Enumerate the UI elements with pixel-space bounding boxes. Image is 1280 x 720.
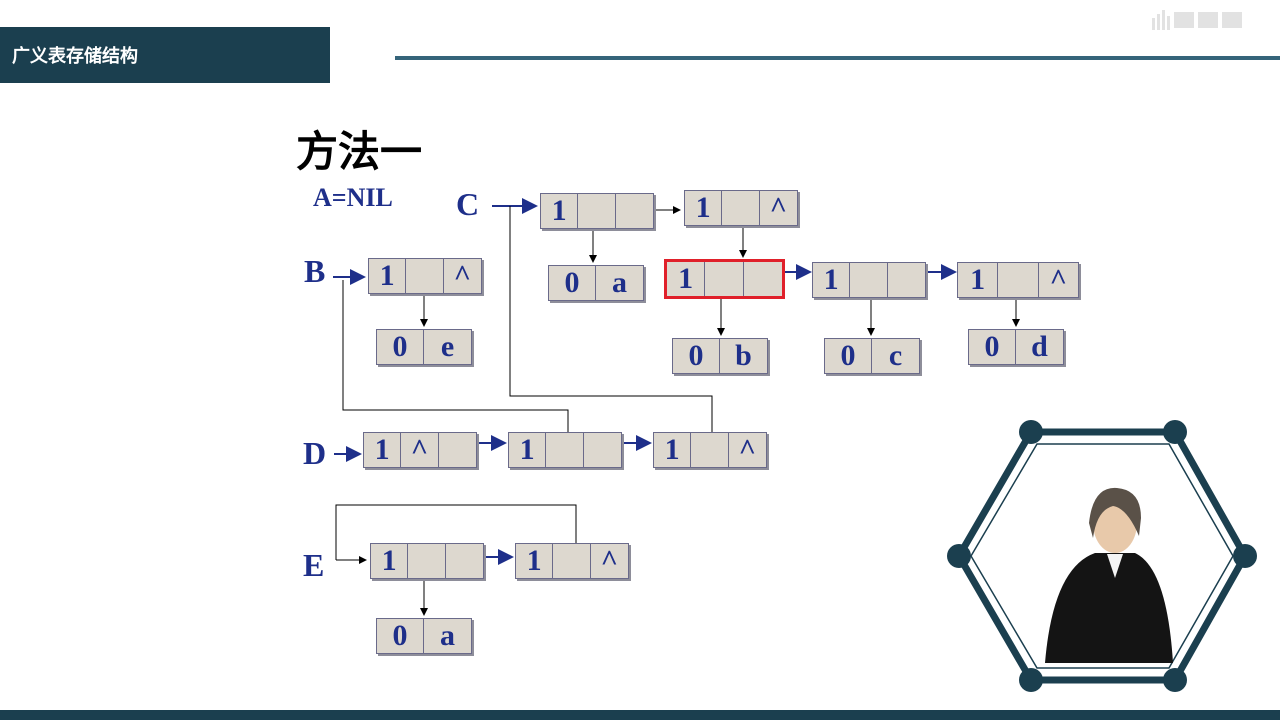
tp-cell [616, 194, 653, 228]
node-e-2: 1 ^ [515, 543, 629, 579]
tag-cell: 1 [509, 433, 547, 467]
node-d-2: 1 [508, 432, 622, 468]
hp-cell [408, 544, 446, 578]
tag-cell: 1 [667, 262, 706, 296]
node-atom-d: 0 d [968, 329, 1064, 365]
node-atom-c: 0 c [824, 338, 920, 374]
label-c: C [456, 186, 480, 222]
node-c-4: 1 [812, 262, 926, 298]
nil-cell: ^ [1049, 263, 1068, 296]
node-d-1: 1 ^ [363, 432, 477, 468]
tp-cell [439, 433, 476, 467]
a-nil-text: A=NIL [313, 183, 393, 212]
tag-cell: 1 [685, 191, 723, 225]
hp-cell [546, 433, 584, 467]
tag-cell: 0 [825, 339, 873, 373]
nil-cell: ^ [600, 544, 619, 577]
header-title: 广义表存储结构 [12, 46, 138, 66]
node-c-5: 1 ^ [957, 262, 1079, 298]
header-divider [395, 56, 1280, 60]
hp-cell [406, 259, 444, 293]
nil-cell: ^ [769, 191, 788, 224]
nil-cell: ^ [401, 433, 439, 467]
hp-cell [998, 263, 1039, 297]
nil-cell: ^ [453, 259, 472, 292]
tag-cell: 1 [516, 544, 554, 578]
tp-cell [446, 544, 483, 578]
nil-cell: ^ [738, 433, 757, 466]
node-e-1: 1 [370, 543, 484, 579]
node-atom-e: 0 e [376, 329, 472, 365]
header-bar [0, 27, 330, 83]
tag-cell: 0 [969, 330, 1017, 364]
tag-cell: 0 [549, 266, 597, 300]
hp-cell [722, 191, 760, 225]
atom-cell: a [612, 266, 627, 299]
node-atom-b: 0 b [672, 338, 768, 374]
tag-cell: 1 [654, 433, 692, 467]
atom-cell: d [1031, 330, 1048, 363]
hp-cell [553, 544, 591, 578]
tp-cell [744, 262, 782, 296]
tp-cell [584, 433, 621, 467]
label-b: B [304, 253, 326, 289]
atom-cell: a [440, 619, 455, 652]
tag-cell: 1 [371, 544, 409, 578]
tag-cell: 1 [364, 433, 402, 467]
hp-cell [691, 433, 729, 467]
tag-cell: 1 [958, 263, 999, 297]
hp-cell [850, 263, 888, 297]
hp-cell [578, 194, 616, 228]
slide-title: 方法一 [296, 128, 423, 175]
label-d: D [303, 435, 327, 471]
tag-cell: 1 [541, 194, 579, 228]
presenter-video [947, 420, 1257, 692]
tag-cell: 0 [377, 619, 425, 653]
atom-cell: b [735, 339, 752, 372]
node-atom-a: 0 a [548, 265, 644, 301]
node-c-2: 1 ^ [684, 190, 798, 226]
tag-cell: 0 [673, 339, 721, 373]
atom-cell: e [440, 330, 455, 363]
node-highlighted: 1 [664, 259, 785, 299]
node-atom-a-e: 0 a [376, 618, 472, 654]
tag-cell: 1 [369, 259, 407, 293]
hp-cell [705, 262, 744, 296]
atom-cell: c [888, 339, 903, 372]
footer-bar [0, 710, 1280, 720]
node-b-list: 1 ^ [368, 258, 482, 294]
tag-cell: 0 [377, 330, 425, 364]
label-e: E [303, 547, 325, 583]
node-d-3: 1 ^ [653, 432, 767, 468]
node-c-1: 1 [540, 193, 654, 229]
brand-logo-icon [1152, 10, 1242, 30]
tp-cell [888, 263, 925, 297]
tag-cell: 1 [813, 263, 851, 297]
